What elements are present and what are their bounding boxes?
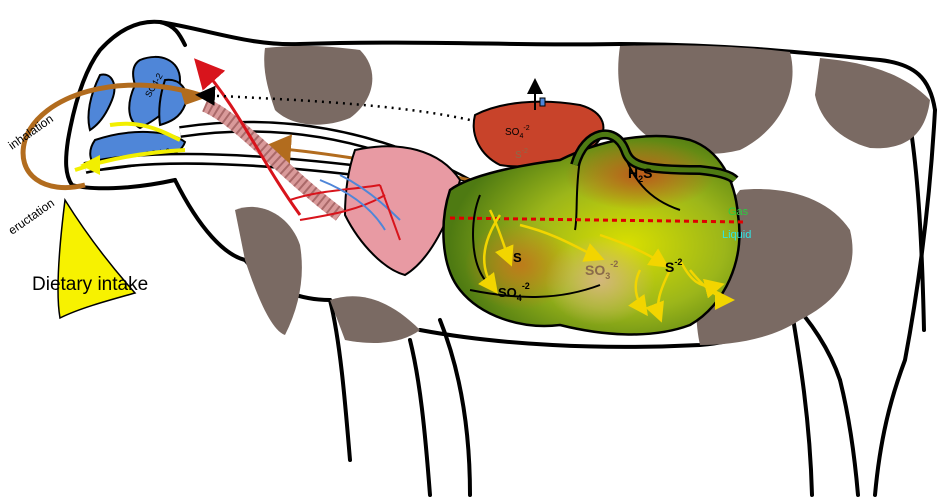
hind-leg-rear [873,108,937,497]
front-leg-1 [328,298,352,462]
patch-shoulder [264,45,373,125]
rumen-pillar [574,159,581,231]
eructation-label: eructation [6,196,57,238]
turbinate-upper [128,55,182,130]
rumen-s2-label: S-2 [665,257,682,275]
gas-liquid-interface [449,216,746,224]
front-leg-3 [438,318,472,497]
front-leg-2 [408,338,432,497]
blood-vessel-arrow-icon [194,58,302,216]
eructation-loop [20,82,201,191]
h2s-label: H2S [628,165,652,184]
liver-vessel-icon [539,97,546,107]
trachea [202,98,345,221]
patch-belly [330,296,420,343]
rumen-so4-label: SO4-2 [498,281,530,303]
eructation-arrow-icon [180,88,205,105]
ear [158,20,187,47]
liquid-label: Liquid [722,229,751,241]
patch-rump [815,58,930,149]
blood-vessels [289,174,401,241]
dotted-transport-arrow-icon [195,85,491,127]
patch-back [618,45,793,154]
cow-patches [235,45,930,345]
patch-neck [235,206,302,335]
rumen-so3-label: SO3-2 [585,259,618,281]
dietary-intake-feed [57,197,137,320]
gas-label: Gas [728,206,749,218]
esophageal-tube-top-inner [572,131,737,182]
hind-leg-inner [838,378,860,497]
inhalation-label: inhalation [6,112,56,153]
liver-so4-label: SO4-2 [505,125,530,140]
head [64,19,177,191]
inhalation-arrow-icon [80,155,100,175]
turbinate-left [87,73,116,132]
back-line [158,20,937,112]
hind-leg-front [788,298,814,497]
dietary-intake-label: Dietary intake [32,274,148,295]
neck-lower [173,178,247,262]
rumen [442,129,741,336]
absorption-arrow-icon [478,209,735,323]
liver-s2-label: S-2 [515,148,528,161]
lung [343,145,462,277]
rumen-s-label: S [513,250,522,265]
